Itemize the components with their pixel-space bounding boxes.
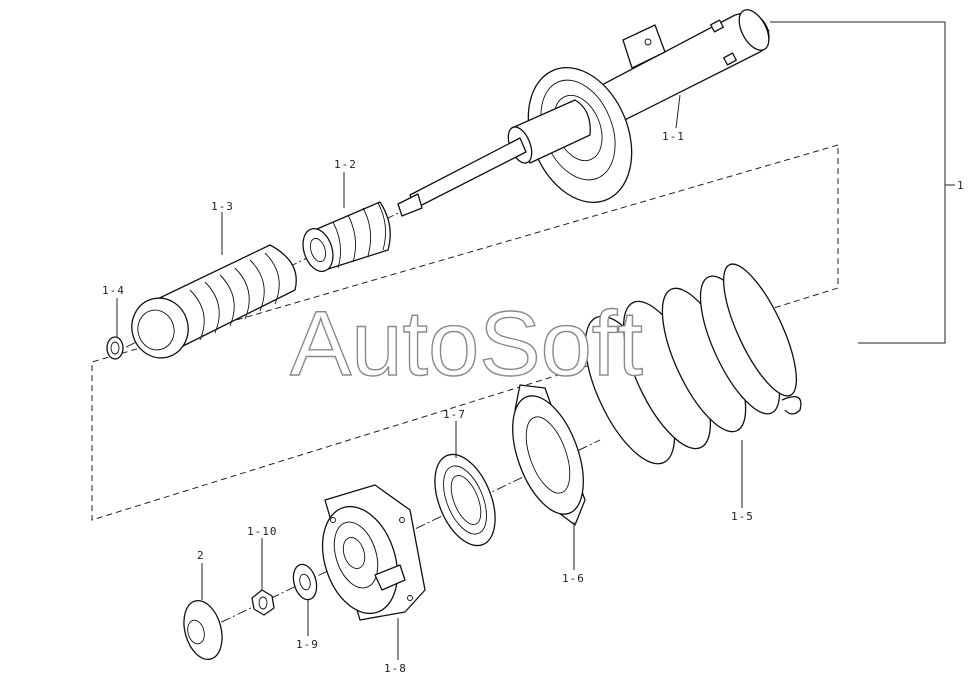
label-washer-small: 1-4 [102,284,125,297]
watermark: AutoSoft [290,293,643,395]
dust-boot [131,212,297,359]
label-nut: 1-10 [247,525,278,538]
label-dust-boot: 1-3 [211,200,234,213]
washer-large [292,563,318,636]
label-washer-large: 1-9 [296,638,319,651]
label-upper-spring-seat: 1-6 [562,572,585,585]
label-assembly: 1 [957,179,965,192]
label-strut-bearing: 1-7 [443,408,466,421]
top-mount [321,484,426,660]
label-coil-spring: 1-5 [731,510,754,523]
label-bump-stop: 1-2 [334,158,357,171]
washer-small [106,298,124,360]
dust-cap [183,563,223,660]
upper-spring-seat [512,384,586,570]
shock-absorber [397,9,770,217]
coil-spring [584,263,802,508]
strut-bearing [434,421,496,547]
label-dust-cap: 2 [197,549,205,562]
bump-stop [302,172,391,273]
label-shock-absorber: 1-1 [662,130,685,143]
assembly-bracket [770,21,955,344]
subassembly-boundary [91,144,839,521]
label-top-mount: 1-8 [384,662,407,675]
nut [251,538,275,616]
